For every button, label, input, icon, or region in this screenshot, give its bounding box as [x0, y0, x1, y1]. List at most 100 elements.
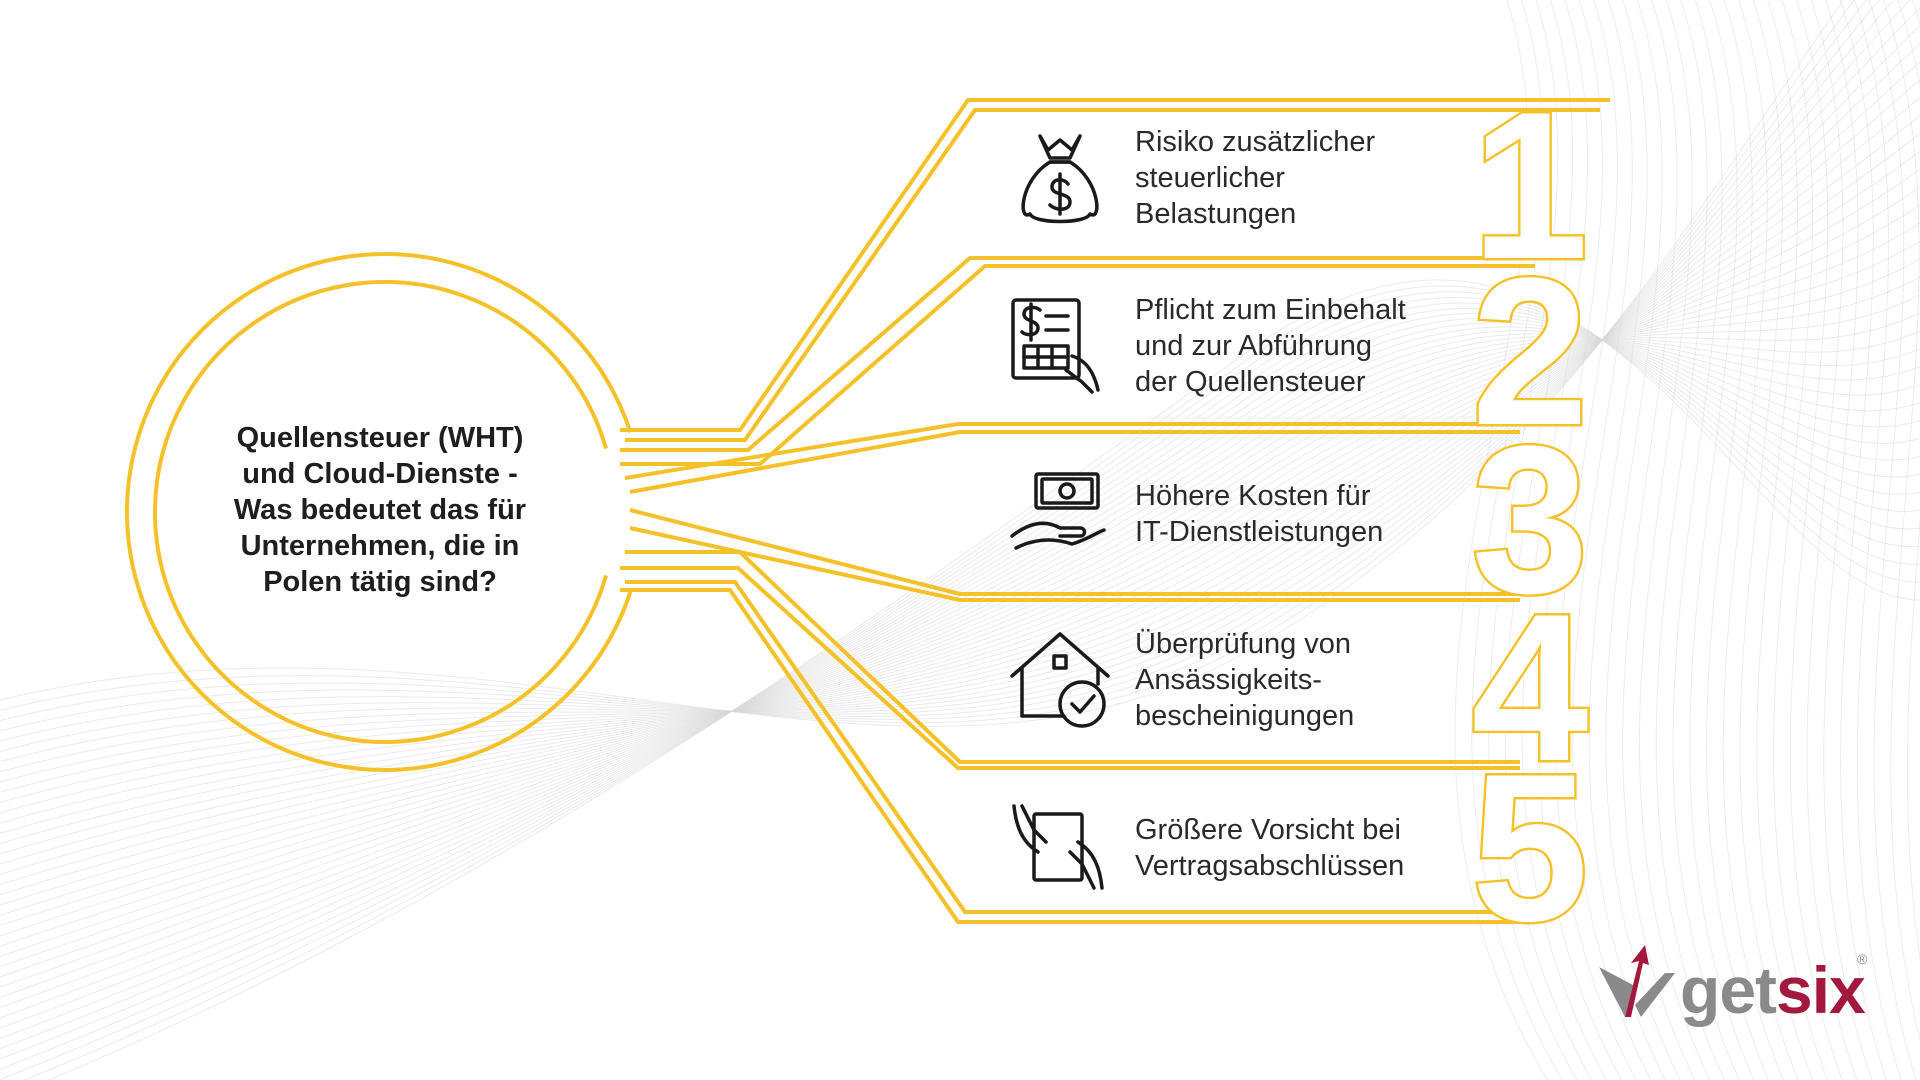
- wave-line: [1839, 0, 1888, 1080]
- center-title-line: Was bedeutet das für: [233, 494, 527, 526]
- wave-line: [0, 43, 1920, 783]
- center-title-line: Unternehmen, die in: [240, 530, 520, 562]
- item-2-text: Pflicht zum Einbehalt und zur Abführung …: [1135, 292, 1475, 400]
- item-number-fill-3: 3: [1472, 402, 1589, 637]
- wave-line: [1638, 0, 1711, 1080]
- item-number-fill-2: 2: [1472, 234, 1589, 469]
- wave-line: [0, 258, 1920, 906]
- logo-wordmark: getsix: [1680, 945, 1866, 1035]
- logo-mark-icon: [1599, 945, 1675, 1017]
- wave-line: [0, 79, 1920, 804]
- item-number-fill-1: 1: [1472, 68, 1589, 303]
- item-number-fill-5: 5: [1472, 730, 1589, 965]
- wave-line: [1555, 0, 1637, 1080]
- logo-registered-mark: ®: [1857, 951, 1868, 967]
- item-5-line: Vertragsabschlüssen: [1135, 850, 1405, 882]
- item-number-3: 3: [1472, 402, 1589, 637]
- wave-line: [1897, 0, 1920, 962]
- band-1-bottom: [620, 256, 1540, 452]
- band-4-bottom: [625, 550, 1520, 764]
- cash-hand-icon: [1010, 472, 1106, 550]
- wave-line: [1853, 0, 1902, 1080]
- wave-line: [1588, 0, 1667, 1080]
- logo-six: six: [1776, 953, 1866, 1027]
- wave-line: [1605, 0, 1681, 1080]
- wave-line: [1571, 0, 1652, 1080]
- wave-line: [1672, 0, 1740, 1080]
- wave-line: [1706, 0, 1770, 1080]
- logo-get: get: [1680, 953, 1777, 1027]
- wave-line: [0, 204, 1920, 875]
- invoice-hand-icon: [1011, 298, 1100, 394]
- item-3-line: IT-Dienstleistungen: [1135, 516, 1384, 548]
- band-3-top: [629, 430, 1520, 494]
- item-2-line: Pflicht zum Einbehalt: [1135, 294, 1406, 326]
- wave-line: [1739, 0, 1799, 1080]
- fan-top-inner: [625, 108, 1600, 442]
- wave-line: [0, 132, 1920, 834]
- wave-line: [0, 61, 1920, 793]
- wave-line: [0, 0, 1895, 742]
- band-5-top: [620, 566, 1520, 770]
- wave-line: [0, 326, 1920, 1009]
- item-2-line: und zur Abführung: [1135, 330, 1373, 362]
- center-title-line: Polen tätig sind?: [263, 566, 497, 598]
- item-number-4: 4: [1472, 570, 1589, 805]
- center-title: Quellensteuer (WHT) und Cloud-Dienste - …: [190, 420, 570, 600]
- wave-line: [0, 291, 1920, 1080]
- item-4-line: Überprüfung von: [1135, 628, 1352, 660]
- wave-line: [0, 330, 1920, 998]
- contract-hands-icon: [1012, 804, 1104, 890]
- center-title-line: und Cloud-Dienste -: [242, 458, 518, 490]
- wave-line: [1521, 0, 1608, 1080]
- outer-ring: [125, 252, 633, 772]
- item-number-1: 1: [1472, 68, 1589, 303]
- wave-line: [0, 336, 1920, 978]
- wave-line: [0, 338, 1920, 968]
- wave-line: [1689, 0, 1755, 1080]
- item-5-text: Größere Vorsicht bei Vertragsabschlüssen: [1135, 812, 1475, 884]
- inner-ring: [153, 280, 609, 744]
- wave-line: [0, 333, 1920, 988]
- item-5-line: Größere Vorsicht bei: [1135, 814, 1401, 846]
- wave-line: [0, 240, 1920, 896]
- item-2-line: der Quellensteuer: [1135, 366, 1366, 398]
- wave-line: [1538, 0, 1622, 1080]
- wave-line: [1789, 0, 1843, 1080]
- item-1-line: Belastungen: [1135, 198, 1297, 230]
- band-2-bottom: [624, 422, 1520, 480]
- item-number-fill-4: 4: [1472, 570, 1589, 805]
- band-2-top: [620, 264, 1535, 466]
- wave-line: [0, 25, 1920, 773]
- wave-line: [1504, 0, 1593, 1080]
- item-number-5: 5: [1472, 730, 1589, 965]
- item-3-text: Höhere Kosten für IT-Dienstleistungen: [1135, 478, 1475, 550]
- wave-line: [0, 330, 1920, 947]
- item-1-text: Risiko zusätzlicher steuerlicher Belastu…: [1135, 124, 1475, 232]
- wave-line: [1868, 0, 1917, 1080]
- wave-line: [0, 168, 1920, 855]
- wave-line: [1655, 0, 1726, 1080]
- wave-line: [1756, 0, 1814, 1080]
- money-bag-icon: [1021, 134, 1099, 224]
- wave-line: [0, 339, 1920, 957]
- wave-line: [47, 279, 1920, 1080]
- fan-top-edge: [620, 98, 1610, 432]
- getsix-logo: getsix ®: [1595, 945, 1875, 1035]
- house-check-icon: [1010, 632, 1110, 728]
- wave-line: [1622, 0, 1696, 1080]
- wave-line: [0, 312, 1920, 1039]
- item-4-line: bescheinigungen: [1135, 700, 1355, 732]
- item-1-line: steuerlicher: [1135, 162, 1285, 194]
- wave-line: [0, 302, 1920, 1060]
- wave-line: [1773, 0, 1829, 1080]
- wave-line: [0, 114, 1920, 824]
- wave-line: [0, 97, 1920, 814]
- wave-line: [1722, 0, 1784, 1080]
- item-1-line: Risiko zusätzlicher: [1135, 126, 1376, 158]
- fan-bottom-edge: [620, 588, 1520, 924]
